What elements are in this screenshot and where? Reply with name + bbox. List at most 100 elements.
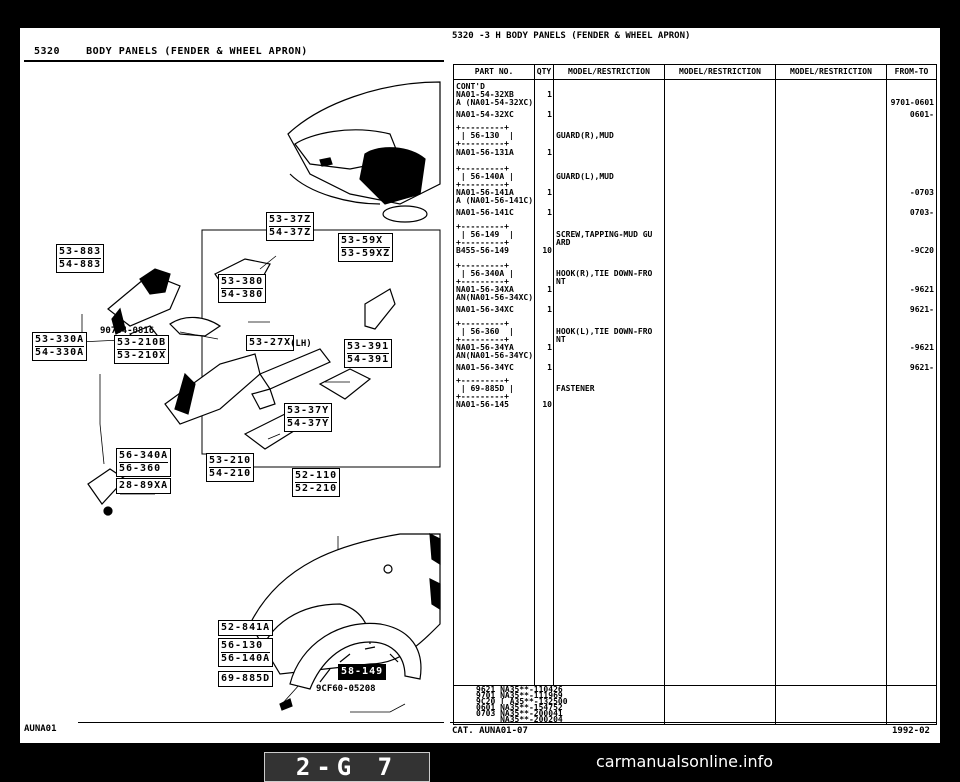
table-cell-qty: 1 (547, 343, 552, 352)
callout-69-885d: 69-885D (218, 671, 274, 687)
table-cell-desc: NT (556, 277, 566, 286)
note-line: NA35**-200204 (476, 715, 563, 724)
col-header-model-3: MODEL/RESTRICTION (776, 65, 886, 80)
table-cell-desc: HOOK(L),TIE DOWN-FRO (556, 327, 653, 336)
col-divider (775, 65, 776, 685)
table-cell-part: | 56-340A | (456, 269, 514, 278)
table-cell-part: NA01-56-34XA (456, 285, 514, 294)
callout-28-89xa: 28-89XA (116, 478, 172, 494)
table-cell-from: 0703- (909, 208, 934, 217)
table-cell-part: +---------+ (456, 238, 509, 247)
note-line: 0601 NA35**-154752 (476, 703, 563, 712)
serial-notes: 9621 NA35**-110426 9701 NA35**-111969 9C… (453, 684, 937, 725)
col-header-model-2: MODEL/RESTRICTION (665, 65, 775, 80)
table-cell-part: NA01-54-32XB (456, 90, 514, 99)
left-footer: AUNA01 (24, 724, 57, 734)
table-cell-from: 9621- (909, 363, 934, 372)
table-cell-qty: 1 (547, 363, 552, 372)
table-cell-desc: FASTENER (556, 384, 595, 393)
col-divider (553, 65, 554, 685)
table-cell-part: B455-56-149 (456, 246, 509, 255)
table-cell-desc: SCREW,TAPPING-MUD GU (556, 230, 653, 239)
table-cell-part: | 56-360 | (456, 327, 514, 336)
table-cell-part: A (NA01-54-32XC) (456, 98, 534, 107)
table-cell-part: | 69-885D | (456, 384, 514, 393)
code-label: 9CF60-05208 (316, 684, 376, 694)
table-cell-desc: HOOK(R),TIE DOWN-FRO (556, 269, 653, 278)
col-header-model-1: MODEL/RESTRICTION (554, 65, 664, 80)
table-cell-qty: 10 (542, 246, 552, 255)
table-cell-part: +---------+ (456, 376, 509, 385)
table-cell-from: 9701-0601 (890, 98, 934, 107)
table-cell-part: NA01-56-141C (456, 208, 514, 217)
table-cell-part: +---------+ (456, 277, 509, 286)
note-line: 0703 NA35**-200041 (476, 709, 563, 718)
table-cell-part: NA01-56-34YC (456, 363, 514, 372)
table-cell-part: AN(NA01-56-34XC) (456, 293, 534, 302)
lh-label: (LH) (290, 339, 312, 349)
table-cell-qty: 1 (547, 110, 552, 119)
catalog-date: 1992-02 (892, 726, 930, 736)
watermark: carmanualsonline.info (596, 752, 774, 771)
table-cell-part: CONT'D (456, 82, 485, 91)
callout-52-841a: 52-841A (218, 620, 274, 636)
table-cell-qty: 1 (547, 90, 552, 99)
table-cell-part: +---------+ (456, 222, 509, 231)
right-header: 5320 -3 H BODY PANELS (FENDER & WHEEL AP… (452, 31, 691, 41)
table-cell-qty: 1 (547, 208, 552, 217)
right-footer-rule (450, 722, 937, 723)
table-cell-from: -9621 (909, 343, 934, 352)
table-cell-part: | 56-149 | (456, 230, 514, 239)
left-footer-rule (78, 722, 444, 723)
table-cell-qty: 1 (547, 188, 552, 197)
table-cell-part: +---------+ (456, 139, 509, 148)
table-cell-part: +---------+ (456, 319, 509, 328)
table-cell-part: +---------+ (456, 123, 509, 132)
table-cell-qty: 1 (547, 285, 552, 294)
car-illustration (287, 81, 441, 223)
table-cell-part: NA01-56-34YA (456, 343, 514, 352)
table-cell-part: +---------+ (456, 261, 509, 270)
col-header-part-no: PART NO. (454, 65, 534, 80)
table-cell-part: | 56-140A | (456, 172, 514, 181)
table-cell-part: NA01-56-145 (456, 400, 509, 409)
table-cell-qty: 1 (547, 305, 552, 314)
table-cell-qty: 1 (547, 148, 552, 157)
table-cell-part: +---------+ (456, 164, 509, 173)
table-cell-from: -9C20 (909, 246, 934, 255)
table-cell-part: +---------+ (456, 335, 509, 344)
left-header-rule (24, 60, 444, 62)
section-tab: 2-G 7 (264, 752, 430, 782)
col-header-qty: QTY (535, 65, 553, 80)
table-cell-part: | 56-130 | (456, 131, 514, 140)
bolt-part-label: 90784-0816 (100, 326, 155, 336)
catalog-code: CAT. AUNA01-07 (452, 726, 528, 736)
col-divider (664, 65, 665, 685)
callout-53-27x: 53-27X (246, 335, 295, 351)
table-cell-from: -9621 (909, 285, 934, 294)
table-cell-from: 0601- (909, 110, 934, 119)
table-cell-part: +---------+ (456, 180, 509, 189)
table-cell-part: NA01-54-32XC (456, 110, 514, 119)
table-cell-part: +---------+ (456, 392, 509, 401)
note-line: 9701 NA35**-111969 (476, 691, 563, 700)
table-cell-desc: NT (556, 335, 566, 344)
col-divider (775, 684, 776, 724)
callout-58-149: 58-149 (338, 664, 387, 680)
col-divider (664, 684, 665, 724)
parts-table: PART NO. QTY MODEL/RESTRICTION MODEL/RES… (453, 64, 937, 686)
table-cell-part: AN(NA01-56-34YC) (456, 351, 534, 360)
table-cell-part: A (NA01-56-141C) (456, 196, 534, 205)
col-divider (886, 65, 887, 685)
